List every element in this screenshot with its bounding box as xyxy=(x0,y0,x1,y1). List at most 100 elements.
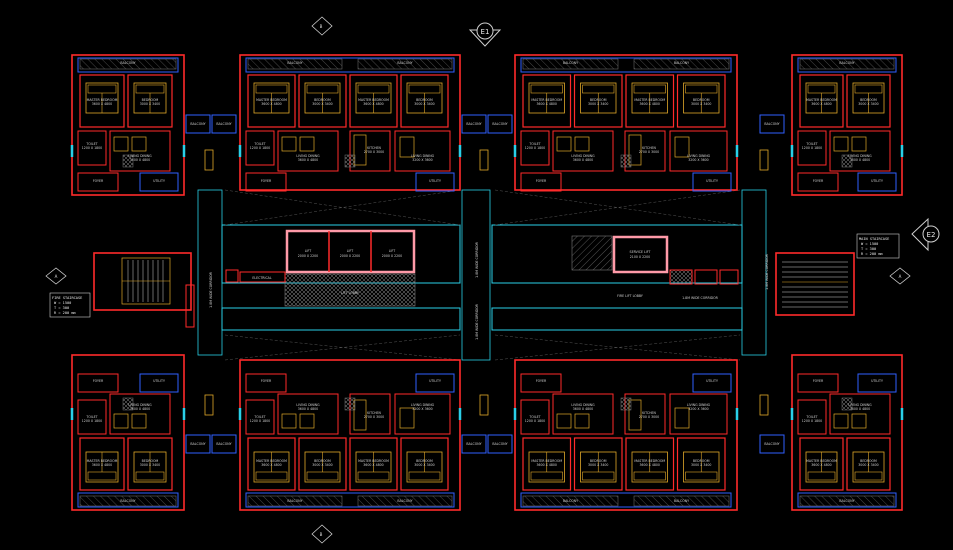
unit-b-top-left-bedroom-size-0: 3600 X 4800 xyxy=(261,102,281,106)
column-3 xyxy=(204,394,214,416)
corridor-center-vertical-label-2: 1.8M WIDE CORRIDOR xyxy=(475,303,479,339)
link-balcony-label-4: BALCONY xyxy=(764,122,779,126)
section-marker-b-bottom: B xyxy=(311,524,333,544)
unit-e-bottom-left-utility: UTILITY xyxy=(153,379,165,383)
unit-a-top-left-bedroom-0: MASTER BEDROOM xyxy=(87,98,118,102)
unit-b-top-left-toilet: TOILET xyxy=(253,142,265,146)
link-balcony-0: BALCONY xyxy=(185,114,211,134)
unit-e-bottom-left-foyer: FOYER xyxy=(93,379,104,383)
unit-g-bottom-right-balcony-0: BALCONY xyxy=(563,499,578,503)
unit-g-bottom-right-foyer: FOYER xyxy=(536,379,547,383)
lift-3-label: LIFT xyxy=(389,249,395,253)
fire-staircase-note: FIRE STAIRCASE W = 1500 T = 300 R = 200 … xyxy=(49,292,91,318)
link-balcony-label-0: BALCONY xyxy=(190,122,205,126)
unit-f-bottom-left-bedroom-size-3: 3000 X 3400 xyxy=(414,463,434,467)
central-core xyxy=(93,189,855,361)
unit-h-bottom-right-balcony-0: BALCONY xyxy=(839,499,854,503)
unit-c-top-right-toilet: TOILET xyxy=(528,142,540,146)
link-balcony-label-6: BALCONY xyxy=(216,442,231,446)
section-marker-e1: E1 xyxy=(468,22,502,47)
unit-f-bottom-left-kitchen-size: 2700 X 3000 xyxy=(364,415,384,419)
unit-g-bottom-right-toilet: TOILET xyxy=(528,415,540,419)
unit-c-top-right-foyer: FOYER xyxy=(536,179,547,183)
unit-c-top-right-bedroom-3: BEDROOM xyxy=(693,98,710,102)
main-staircase-note: MAIN STAIRCASE W = 1500 T = 300 R = 200 … xyxy=(856,233,900,259)
unit-d-top-right-bedroom-size-0: 3600 X 4800 xyxy=(811,102,831,106)
fire-staircase-tread: T = 300 xyxy=(54,306,69,310)
link-balcony-8: BALCONY xyxy=(487,434,513,454)
corridor-left-vertical-label: 1.8M WIDE CORRIDOR xyxy=(209,271,213,307)
section-marker-b-bottom-label: B xyxy=(320,532,323,537)
section-marker-e2: E2 xyxy=(911,217,940,252)
link-balcony-label-7: BALCONY xyxy=(466,442,481,446)
unit-d-top-right-bedroom-size-1: 3000 X 3400 xyxy=(858,102,878,106)
unit-e-bottom-left-toilet-size: 1200 X 1800 xyxy=(82,419,102,423)
fire-lift-lobby-label: FIRE LIFT LOBBY xyxy=(617,294,643,298)
unit-d-top-right-living: LIVING DINING xyxy=(848,154,872,158)
unit-g-bottom-right-bedroom-size-1: 3000 X 3400 xyxy=(588,463,608,467)
unit-e-bottom-left-bedroom-size-1: 3000 X 3400 xyxy=(140,463,160,467)
unit-d-top-right-bedroom-0: MASTER BEDROOM xyxy=(806,98,837,102)
unit-a-top-left-utility: UTILITY xyxy=(153,179,165,183)
unit-g-bottom-right-living-size: 3600 X 4800 xyxy=(573,407,593,411)
unit-h-bottom-right-utility: UTILITY xyxy=(871,379,883,383)
unit-g-bottom-right-toilet-size: 1200 X 1800 xyxy=(525,419,545,423)
unit-h-bottom-right-toilet-size: 1200 X 1800 xyxy=(802,419,822,423)
unit-h-bottom-right-foyer: FOYER xyxy=(813,379,824,383)
unit-f-bottom-left-bedroom-0: MASTER BEDROOM xyxy=(256,459,287,463)
unit-f-bottom-left-bedroom-size-0: 3600 X 4800 xyxy=(261,463,281,467)
link-balcony-label-9: BALCONY xyxy=(764,442,779,446)
unit-a-top-left-balcony-0: BALCONY xyxy=(120,61,135,65)
service-lift-size: 2100 X 2200 xyxy=(630,255,650,259)
unit-a-top-left-bedroom-size-0: 3600 X 4800 xyxy=(92,102,112,106)
section-marker-a-right-label: A xyxy=(899,274,902,279)
unit-b-top-left-bedroom-3: BEDROOM xyxy=(416,98,433,102)
unit-g-bottom-right-bedroom-size-0: 3600 X 4800 xyxy=(537,463,557,467)
unit-g-bottom-right-living: LIVING DINING xyxy=(571,403,595,407)
link-balcony-5: BALCONY xyxy=(185,434,211,454)
unit-c-top-right-utility: UTILITY xyxy=(706,179,718,183)
link-balcony-3: BALCONY xyxy=(487,114,513,134)
unit-b-top-left-foyer: FOYER xyxy=(261,179,272,183)
fire-staircase-width: W = 1500 xyxy=(54,301,71,305)
unit-h-bottom-right-living-size: 3600 X 4800 xyxy=(850,407,870,411)
lift-lobby-label: LIFT LOBBY xyxy=(341,291,359,295)
link-balcony-label-1: BALCONY xyxy=(216,122,231,126)
unit-f-bottom-left-toilet: TOILET xyxy=(253,415,265,419)
unit-c-top-right-kitchen-size: 2700 X 3000 xyxy=(639,150,659,154)
unit-b-top-left-utility: UTILITY xyxy=(429,179,441,183)
unit-a-top-left-living: LIVING DINING xyxy=(128,154,152,158)
unit-f-bottom-left-balcony-1: BALCONY xyxy=(397,499,412,503)
unit-f-bottom-left-bedroom-2: MASTER BEDROOM xyxy=(358,459,389,463)
unit-f-bottom-left-living: LIVING DINING xyxy=(296,403,320,407)
unit-c-top-right-bedroom-0: MASTER BEDROOM xyxy=(531,98,562,102)
unit-c-top-right-living: LIVING DINING xyxy=(571,154,595,158)
unit-f-bottom-left-bedroom-size-1: 3000 X 3400 xyxy=(312,463,332,467)
unit-g-bottom-right-bedroom-3: BEDROOM xyxy=(693,459,710,463)
unit-b-top-left-bedroom-size-2: 3600 X 4800 xyxy=(363,102,383,106)
unit-d-top-right-bedroom-1: BEDROOM xyxy=(860,98,877,102)
section-marker-b-top-label: B xyxy=(320,24,323,29)
unit-b-top-left-bedroom-size-1: 3000 X 3400 xyxy=(312,102,332,106)
lift-2-size: 2000 X 2200 xyxy=(340,254,360,258)
unit-b-top-left-living-2: LIVING DINING xyxy=(411,154,435,158)
unit-c-top-right-bedroom-2: MASTER BEDROOM xyxy=(634,98,665,102)
unit-c-top-right-bedroom-size-2: 3600 X 4800 xyxy=(640,102,660,106)
unit-b-top-left-bedroom-size-3: 3000 X 3400 xyxy=(414,102,434,106)
unit-d-top-right-balcony-0: BALCONY xyxy=(839,61,854,65)
unit-b-top-left-kitchen-size: 2700 X 3000 xyxy=(364,150,384,154)
unit-g-bottom-right-bedroom-0: MASTER BEDROOM xyxy=(531,459,562,463)
column-4 xyxy=(479,394,489,416)
unit-f-bottom-left-bedroom-3: BEDROOM xyxy=(416,459,433,463)
unit-b-top-left-balcony-0: BALCONY xyxy=(287,61,302,65)
unit-a-top-left-living-size: 3600 X 4800 xyxy=(130,158,150,162)
section-marker-a-left-label: A xyxy=(55,274,58,279)
unit-g-bottom-right-bedroom-2: MASTER BEDROOM xyxy=(634,459,665,463)
unit-f-bottom-left-bedroom-1: BEDROOM xyxy=(314,459,331,463)
unit-c-top-right-bedroom-size-1: 3000 X 3400 xyxy=(588,102,608,106)
unit-f-bottom-left-living-2-size: 3200 X 3600 xyxy=(412,407,432,411)
